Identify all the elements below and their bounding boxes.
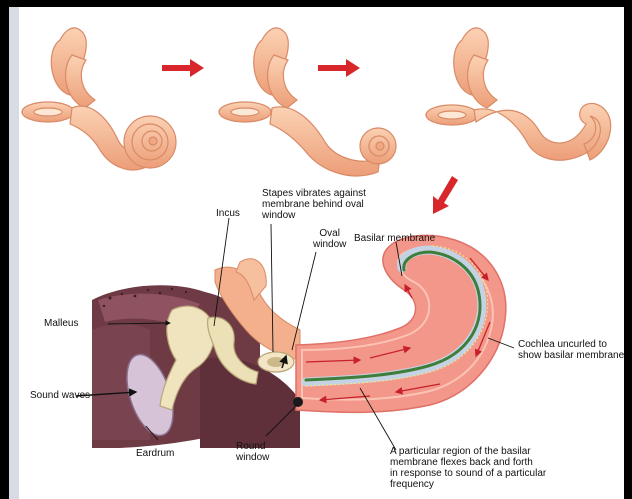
label-sound-waves: Sound waves bbox=[30, 390, 90, 401]
label-malleus: Malleus bbox=[44, 318, 78, 329]
arrow-down-left bbox=[433, 176, 458, 214]
cochlea-stage-partly-uncurled bbox=[219, 28, 396, 176]
label-eardrum: Eardrum bbox=[136, 448, 174, 459]
arrow-right-1 bbox=[162, 59, 204, 77]
label-particular-region: A particular region of the basilar membr… bbox=[390, 446, 546, 490]
label-basilar-membrane: Basilar membrane bbox=[354, 233, 435, 244]
label-oval-window: Oval window bbox=[313, 228, 346, 250]
cochlea-stage-coiled bbox=[22, 28, 176, 170]
uncurled-cochlea bbox=[282, 235, 506, 412]
middle-ear-illustration bbox=[92, 259, 300, 448]
label-stapes: Stapes vibrates against membrane behind … bbox=[262, 188, 366, 221]
label-cochlea-uncurled: Cochlea uncurled to show basilar membran… bbox=[518, 339, 624, 361]
label-round-window: Round window bbox=[236, 441, 269, 463]
arrow-right-2 bbox=[318, 59, 360, 77]
round-window-dot bbox=[293, 397, 303, 407]
label-incus: Incus bbox=[216, 208, 240, 219]
cochlea-stage-mostly-uncurled bbox=[426, 28, 611, 160]
